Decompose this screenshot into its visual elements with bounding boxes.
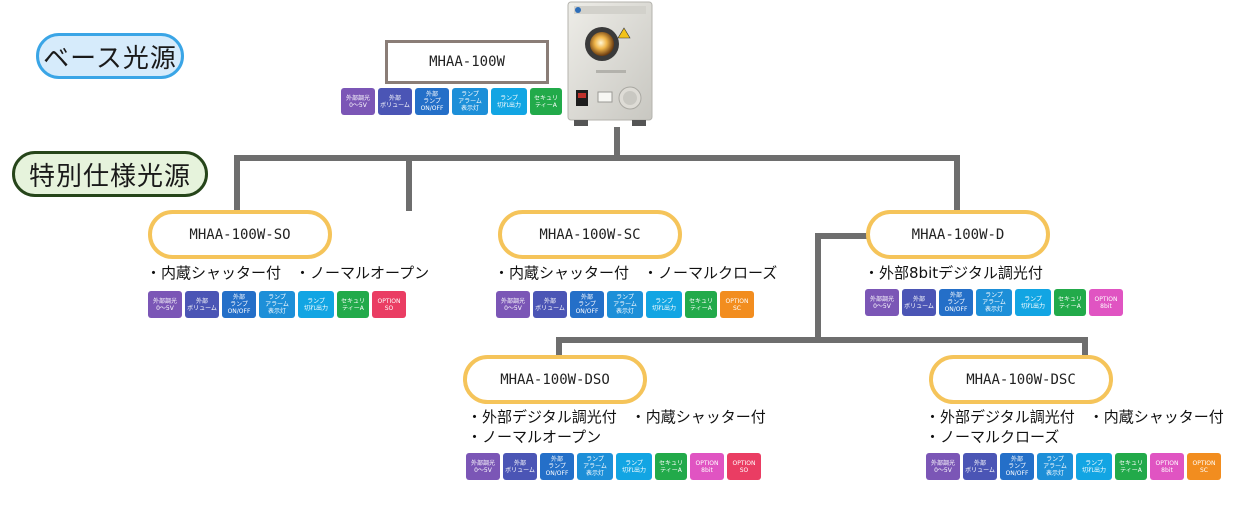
feature-badge-ext-vol: 外部 ボリューム bbox=[503, 453, 537, 480]
feature-badge-ext-lamp: 外部 ランプ ON/OFF bbox=[939, 289, 973, 316]
desc-dsc-1: ・外部デジタル調光付 bbox=[925, 408, 1075, 426]
desc-dsc-2: ・内蔵シャッター付 bbox=[1088, 408, 1224, 426]
feature-badge-lamp-alarm: ランプ アラーム 表示灯 bbox=[577, 453, 613, 480]
connector-device-stem bbox=[614, 127, 620, 161]
connector-to-dsc bbox=[1082, 337, 1088, 357]
feature-badge-ext-lamp: 外部 ランプ ON/OFF bbox=[1000, 453, 1034, 480]
desc-sc-1: ・内蔵シャッター付 bbox=[494, 264, 630, 282]
feature-badge-opt-so: OPTION SO bbox=[727, 453, 761, 480]
model-box-mhaa-100w-dsc: MHAA-100W-DSC bbox=[929, 355, 1113, 404]
feature-badge-lamp-alarm: ランプ アラーム 表示灯 bbox=[976, 289, 1012, 316]
connector-to-sc bbox=[406, 155, 412, 211]
feature-badge-security: セキュリ ティーA bbox=[530, 88, 562, 115]
desc-dso-3: ・ノーマルオープン bbox=[467, 428, 602, 446]
connector-d-branch-h bbox=[815, 233, 871, 239]
model-box-mhaa-100w-dso: MHAA-100W-DSO bbox=[463, 355, 647, 404]
feature-badge-ext-vol: 外部 ボリューム bbox=[378, 88, 412, 115]
feature-badge-security: セキュリ ティーA bbox=[337, 291, 369, 318]
connector-to-d bbox=[954, 155, 960, 211]
connector-bottom-bar bbox=[556, 337, 1088, 343]
feature-badge-ext-lamp: 外部 ランプ ON/OFF bbox=[415, 88, 449, 115]
feature-badge-ext-vol: 外部 ボリューム bbox=[185, 291, 219, 318]
category-base-light-source: ベース光源 bbox=[36, 33, 184, 79]
feature-badge-ext-dim: 外部調光 0〜5V bbox=[466, 453, 500, 480]
feature-badge-ext-vol: 外部 ボリューム bbox=[902, 289, 936, 316]
desc-so-1: ・内蔵シャッター付 bbox=[146, 264, 282, 282]
description-dsc: ・外部デジタル調光付・内蔵シャッター付 ・ノーマルクローズ bbox=[925, 407, 1238, 447]
description-sc: ・内蔵シャッター付・ノーマルクローズ bbox=[494, 263, 791, 283]
feature-badge-security: セキュリ ティーA bbox=[685, 291, 717, 318]
feature-badge-ext-lamp: 外部 ランプ ON/OFF bbox=[570, 291, 604, 318]
category-special-light-source: 特別仕様光源 bbox=[12, 151, 208, 197]
desc-d-1: ・外部8bitデジタル調光付 bbox=[864, 264, 1043, 282]
feature-badge-security: セキュリ ティーA bbox=[1115, 453, 1147, 480]
feature-badge-opt-8bit: OPTION 8bit bbox=[1150, 453, 1184, 480]
feature-badge-ext-vol: 外部 ボリューム bbox=[533, 291, 567, 318]
feature-badge-lamp-alarm: ランプ アラーム 表示灯 bbox=[607, 291, 643, 318]
feature-badge-lamp-out: ランプ 切れ出力 bbox=[1015, 289, 1051, 316]
feature-badge-ext-dim: 外部調光 0〜5V bbox=[148, 291, 182, 318]
desc-dso-1: ・外部デジタル調光付 bbox=[467, 408, 617, 426]
feature-badge-opt-8bit: OPTION 8bit bbox=[1089, 289, 1123, 316]
feature-badge-ext-vol: 外部 ボリューム bbox=[963, 453, 997, 480]
light-source-device-image bbox=[566, 0, 654, 128]
feature-badge-security: セキュリ ティーA bbox=[655, 453, 687, 480]
desc-sc-2: ・ノーマルクローズ bbox=[643, 264, 778, 282]
feature-badge-lamp-out: ランプ 切れ出力 bbox=[646, 291, 682, 318]
desc-dsc-3: ・ノーマルクローズ bbox=[925, 428, 1060, 446]
feature-badge-ext-dim: 外部調光 0〜5V bbox=[926, 453, 960, 480]
feature-badge-lamp-out: ランプ 切れ出力 bbox=[298, 291, 334, 318]
feature-badge-ext-lamp: 外部 ランプ ON/OFF bbox=[540, 453, 574, 480]
connector-to-dso bbox=[556, 337, 562, 357]
feature-badge-ext-dim: 外部調光 0〜5V bbox=[865, 289, 899, 316]
feature-badge-ext-dim: 外部調光 0〜5V bbox=[341, 88, 375, 115]
model-box-mhaa-100w: MHAA-100W bbox=[385, 40, 549, 84]
feature-badge-opt-sc: OPTION SC bbox=[1187, 453, 1221, 480]
feature-badge-opt-so: OPTION SO bbox=[372, 291, 406, 318]
feature-badge-ext-dim: 外部調光 0〜5V bbox=[496, 291, 530, 318]
model-box-mhaa-100w-so: MHAA-100W-SO bbox=[148, 210, 332, 259]
feature-badge-security: セキュリ ティーA bbox=[1054, 289, 1086, 316]
feature-badge-lamp-alarm: ランプ アラーム 表示灯 bbox=[259, 291, 295, 318]
feature-badge-ext-lamp: 外部 ランプ ON/OFF bbox=[222, 291, 256, 318]
feature-badge-lamp-alarm: ランプ アラーム 表示灯 bbox=[1037, 453, 1073, 480]
model-box-mhaa-100w-d: MHAA-100W-D bbox=[866, 210, 1050, 259]
connector-to-so bbox=[234, 155, 240, 211]
model-box-mhaa-100w-sc: MHAA-100W-SC bbox=[498, 210, 682, 259]
feature-badge-opt-8bit: OPTION 8bit bbox=[690, 453, 724, 480]
desc-dso-2: ・内蔵シャッター付 bbox=[630, 408, 766, 426]
feature-badge-lamp-alarm: ランプ アラーム 表示灯 bbox=[452, 88, 488, 115]
description-dso: ・外部デジタル調光付・内蔵シャッター付 ・ノーマルオープン bbox=[467, 407, 780, 447]
connector-top-bar bbox=[234, 155, 960, 161]
feature-badge-opt-sc: OPTION SC bbox=[720, 291, 754, 318]
feature-badge-lamp-out: ランプ 切れ出力 bbox=[491, 88, 527, 115]
feature-badge-lamp-out: ランプ 切れ出力 bbox=[1076, 453, 1112, 480]
desc-so-2: ・ノーマルオープン bbox=[295, 264, 430, 282]
description-so: ・内蔵シャッター付・ノーマルオープン bbox=[146, 263, 443, 283]
feature-badge-lamp-out: ランプ 切れ出力 bbox=[616, 453, 652, 480]
description-d: ・外部8bitデジタル調光付 bbox=[864, 263, 1057, 283]
connector-d-branch-v bbox=[815, 233, 821, 343]
